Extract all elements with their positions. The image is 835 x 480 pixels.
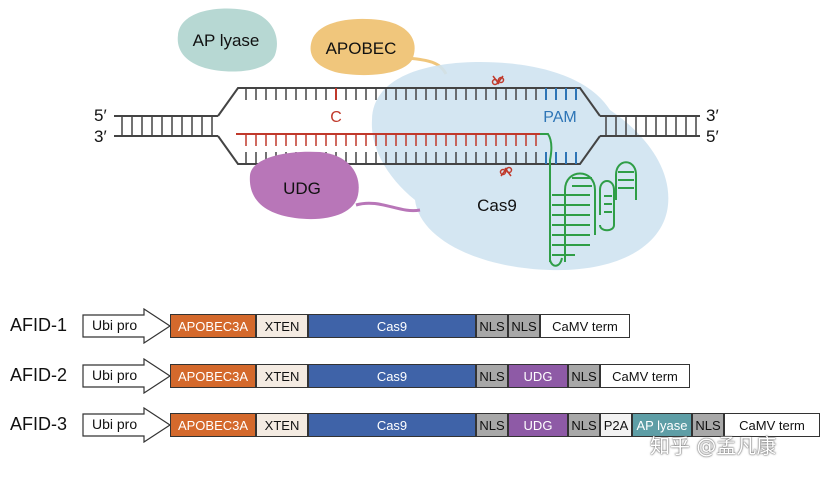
segment-cas9: Cas9 [308, 364, 476, 388]
segment-nls: NLS [568, 364, 600, 388]
cas9-label: Cas9 [477, 196, 517, 215]
pam-label: PAM [543, 109, 576, 126]
segment-udg: UDG [508, 364, 568, 388]
promoter-arrow-icon [82, 407, 172, 443]
segment-apobec3a: APOBEC3A [170, 314, 256, 338]
segment-apobec3a: APOBEC3A [170, 413, 256, 437]
segment-xten: XTEN [256, 364, 308, 388]
segment-nls: NLS [508, 314, 540, 338]
promoter-label: Ubi pro [92, 416, 138, 432]
scissors-icon-lower [499, 166, 513, 177]
promoter-label: Ubi pro [92, 367, 138, 383]
right-top-end-label: 3′ [706, 106, 719, 125]
right-bottom-end-label: 5′ [706, 127, 719, 146]
segment-udg: UDG [508, 413, 568, 437]
udg-blob [249, 151, 359, 220]
promoter-label: Ubi pro [92, 317, 138, 333]
construct-name: AFID-3 [10, 414, 68, 434]
udg-label: UDG [283, 179, 321, 198]
segment-ap-lyase: AP lyase [632, 413, 692, 437]
segment-camv-term: CaMV term [600, 364, 690, 388]
segment-nls: NLS [692, 413, 724, 437]
left-bottom-end-label: 3′ [94, 127, 107, 146]
segment-apobec3a: APOBEC3A [170, 364, 256, 388]
segment-p2a: P2A [600, 413, 632, 437]
segment-nls: NLS [476, 364, 508, 388]
promoter-arrow-icon [82, 358, 172, 394]
sgrna-hairpins [549, 161, 637, 262]
apobec-blob [310, 18, 415, 76]
scissors-icon [491, 75, 505, 86]
construct-name: AFID-1 [10, 315, 68, 335]
segment-xten: XTEN [256, 413, 308, 437]
ap-lyase-label: AP lyase [193, 31, 260, 50]
construct-name: AFID-2 [10, 365, 68, 385]
segment-cas9: Cas9 [308, 314, 476, 338]
segment-nls: NLS [476, 413, 508, 437]
segment-nls: NLS [476, 314, 508, 338]
segment-camv-term: CaMV term [540, 314, 630, 338]
left-top-end-label: 5′ [94, 106, 107, 125]
udg-tether [355, 201, 421, 213]
segment-cas9: Cas9 [308, 413, 476, 437]
segment-xten: XTEN [256, 314, 308, 338]
target-c-label: C [330, 109, 342, 126]
mechanism-diagram: AP lyase APOBEC UDG Cas9 C PAM 5′ 3′ 3′ … [94, 8, 719, 271]
watermark: 知乎 @孟凡康 [650, 434, 777, 458]
segment-nls: NLS [568, 413, 600, 437]
segment-camv-term: CaMV term [724, 413, 820, 437]
ap-lyase-blob [177, 8, 277, 72]
promoter-arrow-icon [82, 308, 172, 344]
dna-duplex [114, 87, 700, 165]
apobec-label: APOBEC [326, 39, 397, 58]
guide-rna-scaffold [540, 133, 563, 267]
